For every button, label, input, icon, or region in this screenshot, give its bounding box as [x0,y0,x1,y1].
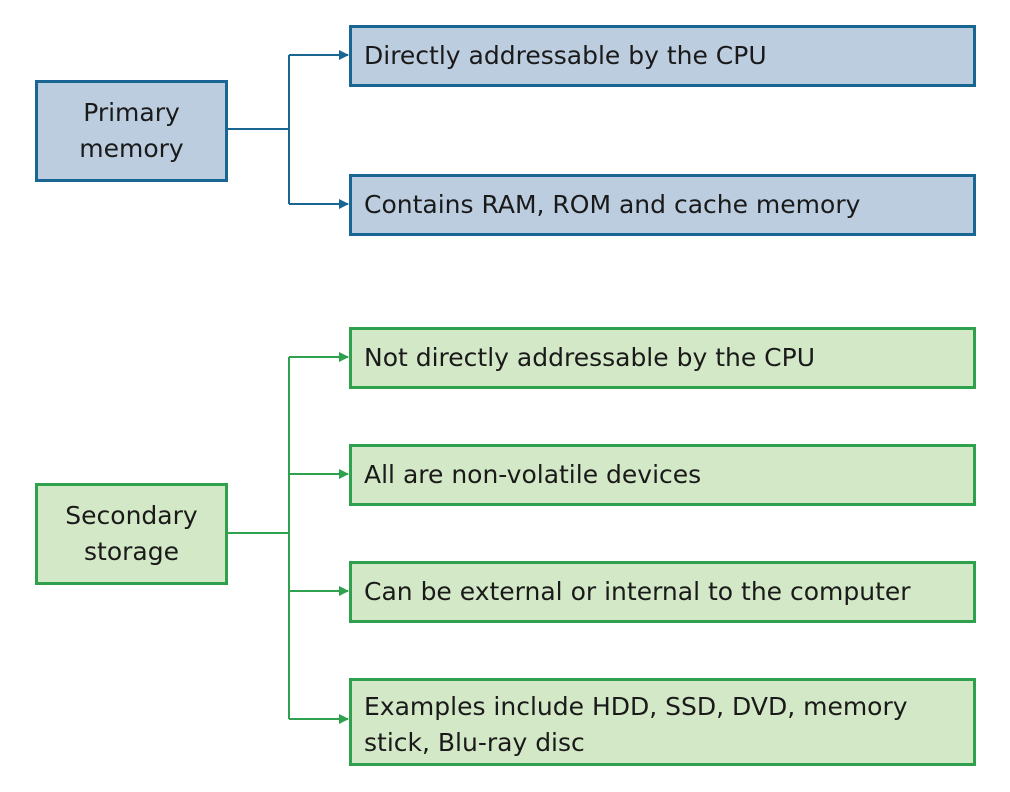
secondary-item-not-directly-addressable: Not directly addressable by the CPU [349,327,976,389]
secondary-storage-box: Secondary storage [35,483,228,585]
secondary-connectors [228,352,349,724]
primary-memory-box: Primary memory [35,80,228,182]
primary-item-directly-addressable: Directly addressable by the CPU [349,25,976,87]
secondary-item-non-volatile: All are non-volatile devices [349,444,976,506]
secondary-item-external-internal: Can be external or internal to the compu… [349,561,976,623]
primary-connectors [228,50,349,209]
primary-item-ram-rom-cache: Contains RAM, ROM and cache memory [349,174,976,236]
secondary-item-examples: Examples include HDD, SSD, DVD, memory s… [349,678,976,766]
